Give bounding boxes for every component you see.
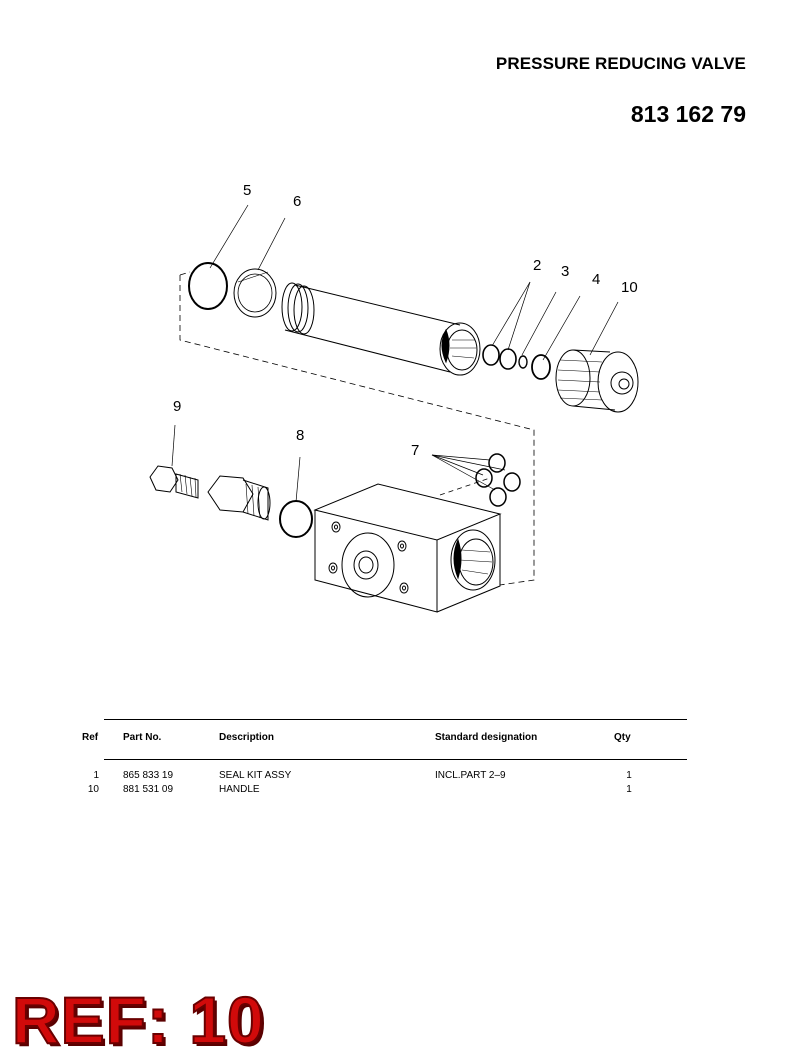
header-description: Description bbox=[219, 732, 275, 743]
table-top-rule bbox=[104, 719, 687, 720]
row-part-no: 865 833 19 bbox=[123, 770, 174, 781]
page-title: PRESSURE REDUCING VALVE bbox=[495, 54, 746, 73]
row-description: SEAL KIT ASSY bbox=[219, 770, 292, 781]
row-description: HANDLE bbox=[219, 784, 260, 795]
header-ref: Ref bbox=[82, 732, 99, 743]
callout-8: 8 bbox=[296, 427, 305, 444]
header-qty: Qty bbox=[614, 732, 631, 743]
exploded-view-drawing bbox=[149, 204, 639, 613]
row-standard: INCL.PART 2–9 bbox=[435, 770, 506, 781]
assembly-part-number: 813 162 79 bbox=[630, 101, 746, 127]
callout-5: 5 bbox=[243, 182, 252, 199]
callout-7: 7 bbox=[411, 442, 420, 459]
row-ref: 10 bbox=[87, 784, 99, 795]
callout-10: 10 bbox=[621, 279, 638, 296]
callout-4: 4 bbox=[592, 271, 601, 288]
row-qty: 1 bbox=[626, 784, 632, 795]
callout-3: 3 bbox=[561, 263, 570, 280]
header-part-no: Part No. bbox=[123, 732, 162, 743]
table-header-rule bbox=[104, 759, 687, 760]
row-ref: 1 bbox=[93, 770, 99, 781]
row-part-no: 881 531 09 bbox=[123, 784, 174, 795]
callout-2: 2 bbox=[533, 257, 542, 274]
ref-stamp: REF: 10 bbox=[11, 982, 265, 1058]
row-qty: 1 bbox=[626, 770, 632, 781]
callout-9: 9 bbox=[173, 398, 182, 415]
header-standard: Standard designation bbox=[435, 732, 538, 743]
callout-6: 6 bbox=[293, 193, 302, 210]
